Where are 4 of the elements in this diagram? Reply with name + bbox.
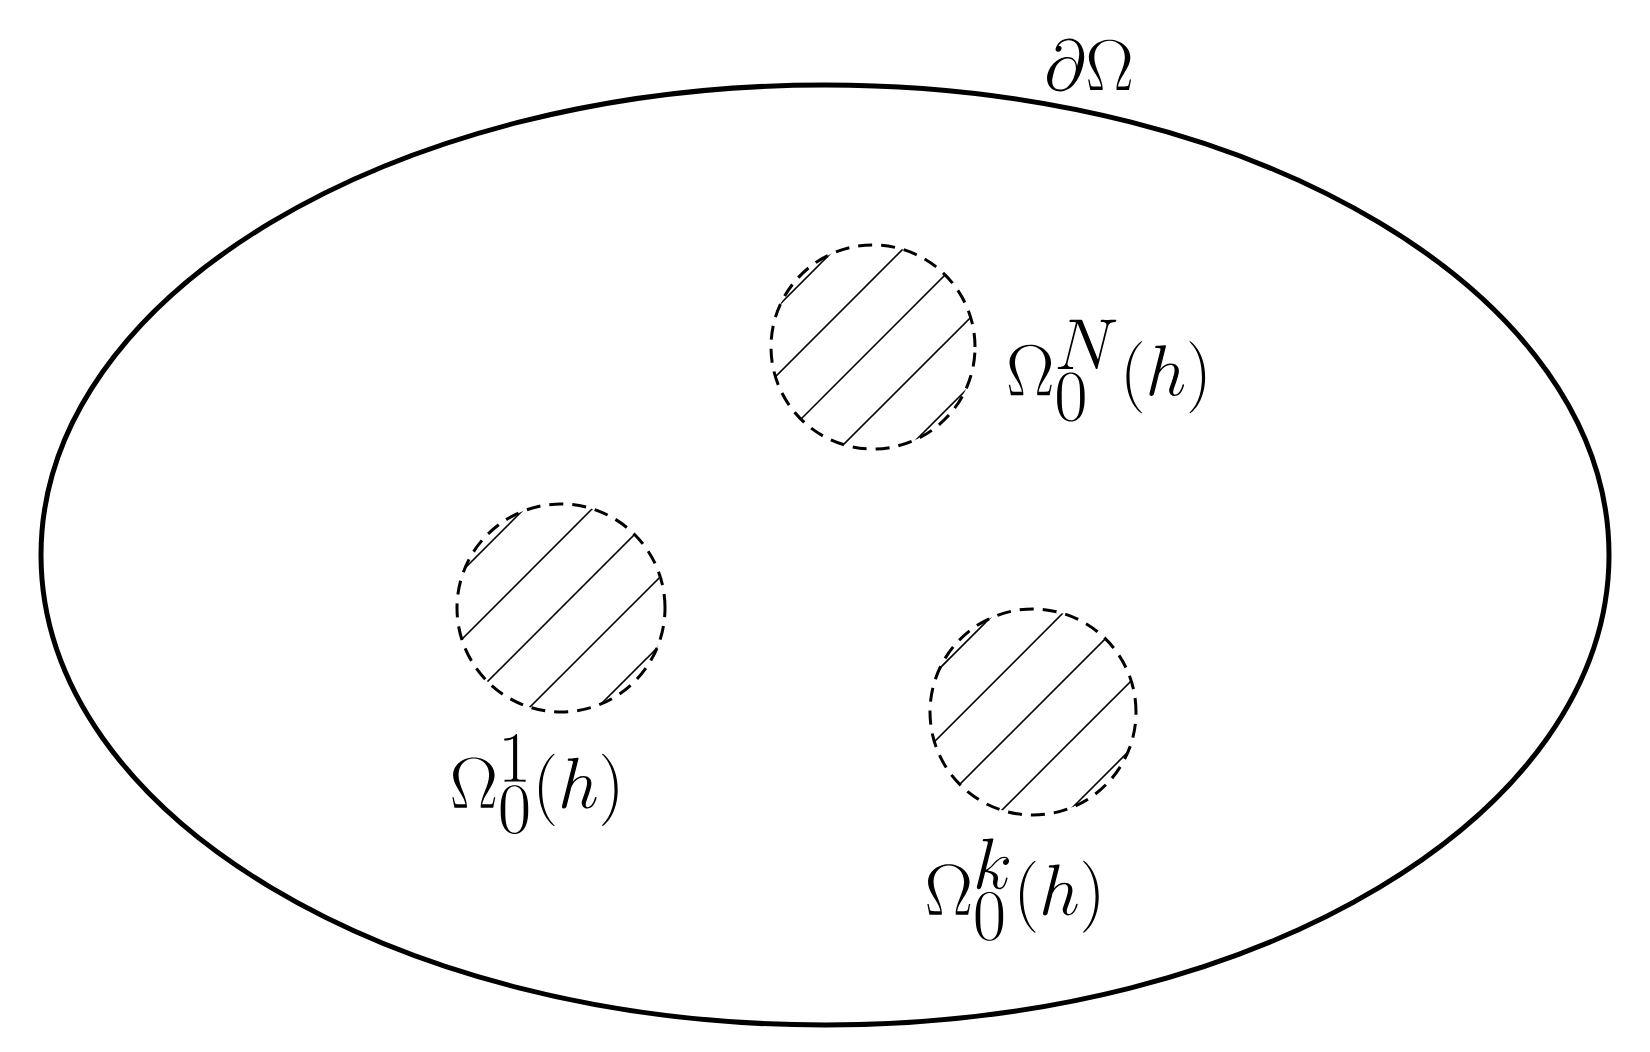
node-label: $\Omega_0^k(h)$ (927, 838, 1099, 941)
node-label: $\partial\Omega$ (1047, 38, 1132, 92)
node-label: $\Omega_0^1(h)$ (452, 733, 618, 834)
node-label: $\Omega_0^N(h)$ (1008, 319, 1206, 422)
